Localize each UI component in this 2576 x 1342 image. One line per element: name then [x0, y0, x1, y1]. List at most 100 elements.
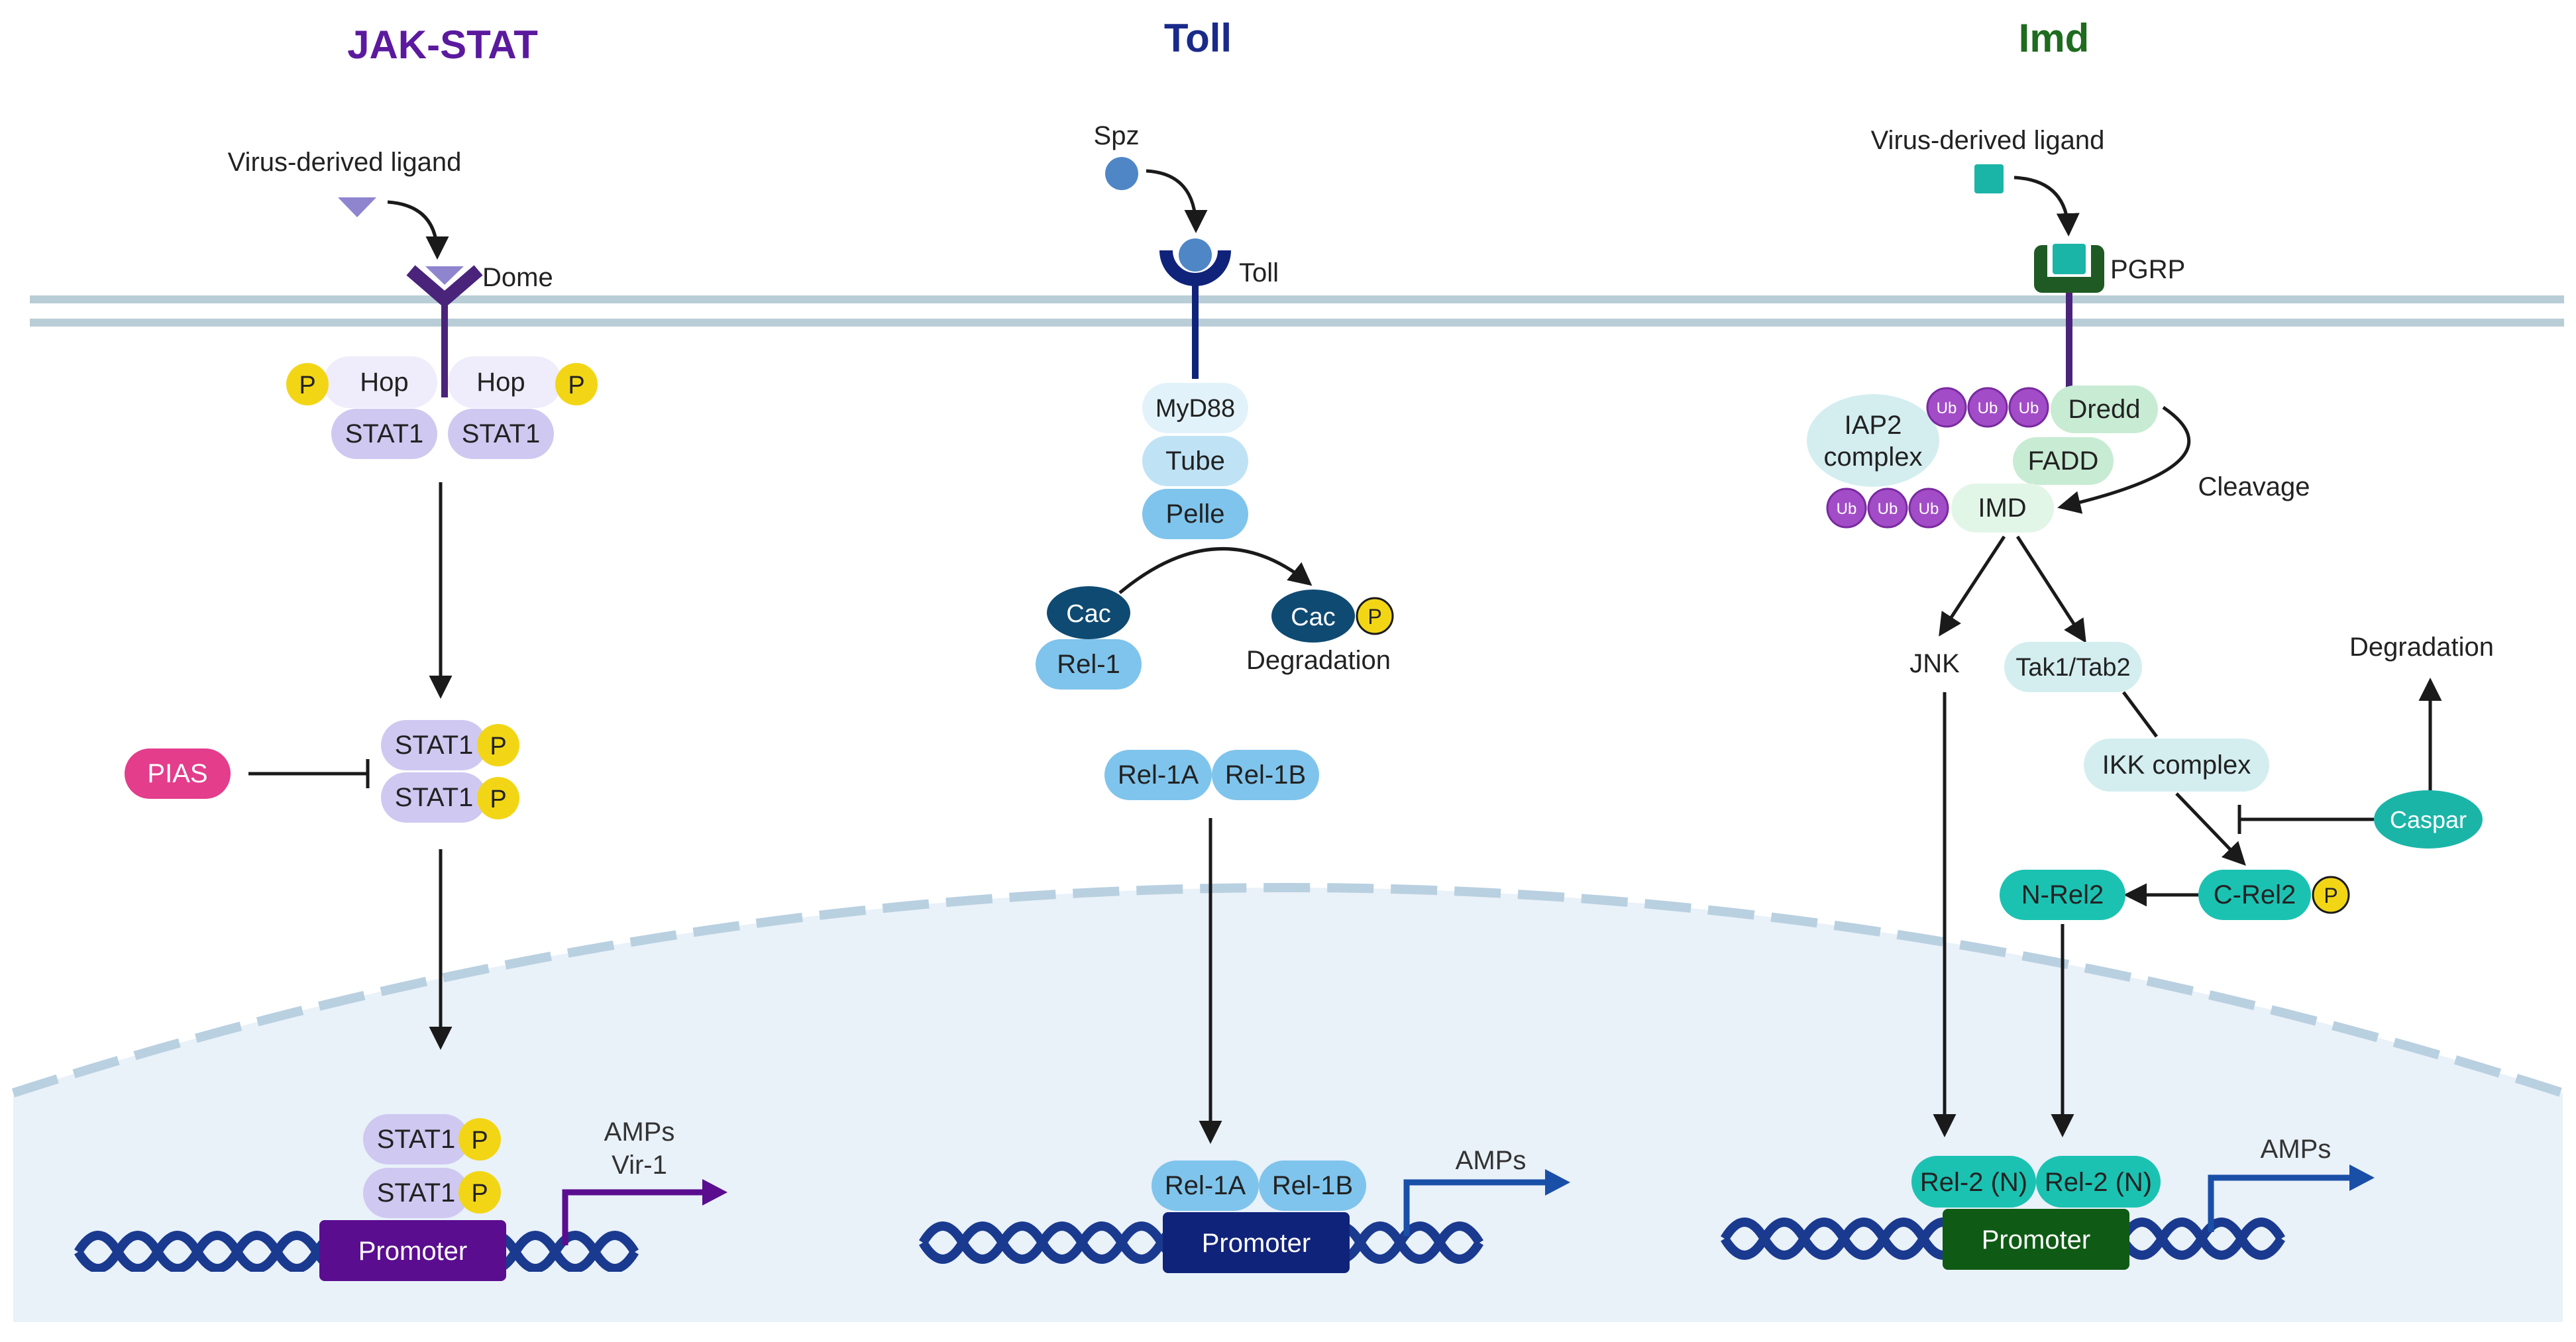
- dredd: [2051, 386, 2158, 433]
- jak-ligand-arrow: [387, 200, 449, 260]
- imd-ligand-arrow: [2013, 176, 2080, 236]
- rel1b-nuclear: [1259, 1161, 1366, 1211]
- tube: [1142, 436, 1248, 486]
- stat1-right-label: STAT1: [462, 419, 541, 448]
- phospho-hop-right-label: P: [568, 372, 584, 399]
- stat1-nuclear-top: [363, 1114, 469, 1164]
- myd88: [1142, 383, 1248, 433]
- cleavage-arrow: [2057, 405, 2191, 514]
- rel1a-nuclear-label: Rel-1A: [1165, 1171, 1246, 1200]
- phospho-dimer-top-label: P: [490, 733, 506, 760]
- tak1-tab2-label: Tak1/Tab2: [2015, 654, 2130, 682]
- pias-label: PIAS: [147, 759, 207, 788]
- myd88-label: MyD88: [1155, 395, 1235, 423]
- cleavage-label: Cleavage: [2198, 472, 2310, 501]
- stat1-left-label: STAT1: [345, 419, 424, 448]
- hop-left-label: Hop: [360, 368, 408, 397]
- ikk-to-crel2-arrow: [2175, 792, 2246, 866]
- imd-ligand-label: Virus-derived ligand: [1871, 126, 2105, 155]
- imd-to-tak1-arrow: [2015, 535, 2086, 643]
- cac-degradation-arrow: [1118, 547, 1313, 594]
- fadd-label: FADD: [2028, 446, 2099, 476]
- square-ligand-icon: [1974, 164, 2004, 193]
- phospho-hop-left-label: P: [299, 372, 315, 399]
- rel2n-left-label: Rel-2 (N): [1920, 1168, 2027, 1197]
- dome-receptor: [406, 265, 483, 397]
- cell-membrane: [30, 295, 2564, 327]
- c-rel2: [2198, 870, 2311, 920]
- rel1a-cyto-label: Rel-1A: [1118, 760, 1199, 790]
- ub-imd-2: [1867, 488, 1908, 529]
- c-rel2-label: C-Rel2: [2214, 880, 2296, 909]
- rel1b-nuclear-label: Rel-1B: [1272, 1171, 1353, 1200]
- phospho-cac: [1356, 597, 1394, 635]
- cac-bound: [1047, 586, 1130, 639]
- ikk-complex-label: IKK complex: [2102, 750, 2251, 780]
- stat1-dimer-bottom: [381, 772, 487, 823]
- n-rel2-label: N-Rel2: [2021, 880, 2104, 909]
- stat1-dimer-top: [381, 720, 487, 770]
- ub-dredd-1-label: Ub: [1937, 399, 1957, 417]
- jak-transcription-arrowhead: [702, 1179, 727, 1206]
- ub-imd-3: [1908, 488, 1949, 529]
- phospho-nuclear-top-label: P: [471, 1127, 488, 1155]
- jnk-label: JNK: [1909, 649, 1960, 678]
- spz-arrow: [1146, 169, 1208, 233]
- title-toll: Toll: [1164, 16, 1232, 60]
- stat1-dimer-top-label: STAT1: [395, 731, 474, 760]
- pelle-label: Pelle: [1166, 499, 1225, 529]
- pelle: [1142, 489, 1248, 539]
- imd-pathway: Virus-derived ligand PGRP IAP2 complex U…: [1720, 126, 2494, 1270]
- ub-dredd-3-label: Ub: [2019, 399, 2039, 417]
- tube-label: Tube: [1165, 446, 1225, 476]
- phospho-cac-label: P: [1368, 605, 1381, 629]
- phospho-hop-right: [555, 363, 598, 405]
- pias: [125, 748, 231, 799]
- stat1-dimer-bottom-label: STAT1: [395, 783, 474, 812]
- toll-transcription-arrowhead: [1545, 1169, 1570, 1196]
- rel1a-cyto: [1104, 750, 1212, 800]
- dome-label: Dome: [482, 263, 553, 292]
- jak-promoter: [319, 1220, 506, 1281]
- imd-amps-label: AMPs: [2261, 1135, 2332, 1164]
- toll-receptor-label: Toll: [1239, 258, 1279, 287]
- stat1-right: [448, 409, 554, 459]
- phospho-c-rel2-label: P: [2324, 884, 2337, 907]
- phospho-dimer-bottom-label: P: [490, 786, 506, 813]
- n-rel2: [2000, 870, 2125, 920]
- stat1-nuclear-bottom-label: STAT1: [377, 1178, 456, 1208]
- phospho-nuclear-bottom-label: P: [471, 1180, 488, 1208]
- pgrp-receptor: [2034, 244, 2104, 391]
- toll-promoter: [1163, 1212, 1350, 1273]
- ub-dredd-3: [2008, 387, 2049, 428]
- imd-protein: [1951, 484, 2054, 533]
- toll-receptor: [1159, 238, 1231, 379]
- toll-degradation-label: Degradation: [1246, 646, 1391, 675]
- imd-transcription-arrow: [2208, 1174, 2364, 1232]
- imd-promoter-label: Promoter: [1982, 1225, 2091, 1255]
- stat1-left: [331, 409, 437, 459]
- nucleus: [13, 888, 2563, 1322]
- title-jak-stat: JAK-STAT: [347, 23, 538, 67]
- hop-right: [448, 356, 562, 408]
- phospho-nuclear-bottom: [458, 1171, 501, 1213]
- nuclear-envelope: [11, 883, 2565, 1098]
- jak-transcription-arrow: [562, 1189, 719, 1245]
- rel1b-cyto-label: Rel-1B: [1225, 760, 1306, 790]
- jak-vir1-label: Vir-1: [612, 1151, 667, 1180]
- rel1: [1036, 639, 1142, 690]
- imd-transcription-arrowhead: [2349, 1164, 2375, 1191]
- ub-imd-1-label: Ub: [1837, 500, 1857, 518]
- ub-imd-3-label: Ub: [1919, 500, 1939, 518]
- rel2n-left: [1911, 1156, 2036, 1208]
- cac-phosphorylated: [1271, 590, 1355, 643]
- ub-imd-1: [1826, 488, 1867, 529]
- phospho-dimer-bottom: [477, 777, 519, 819]
- iap2-complex: [1807, 394, 1939, 487]
- tak1-tab2: [2004, 642, 2142, 692]
- rel1b-cyto: [1212, 750, 1319, 800]
- phospho-hop-left: [286, 363, 329, 405]
- dredd-label: Dredd: [2068, 395, 2141, 424]
- rel2n-right-label: Rel-2 (N): [2045, 1168, 2152, 1197]
- jak-promoter-label: Promoter: [358, 1237, 468, 1266]
